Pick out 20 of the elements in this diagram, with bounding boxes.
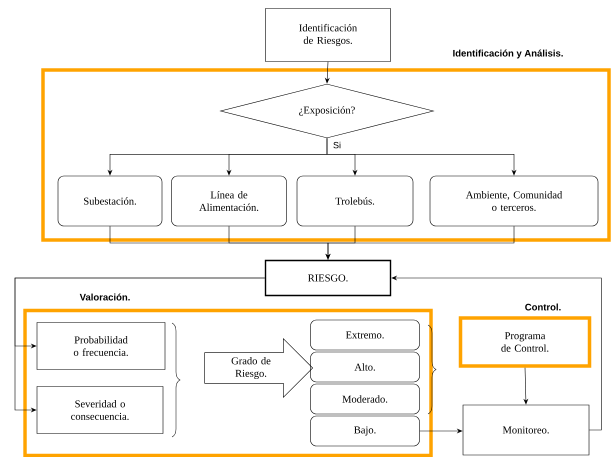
group-frame <box>23 308 433 457</box>
process-box: Monitoreo. <box>462 404 590 456</box>
process-box: Trolebús. <box>296 176 414 226</box>
edge-label: Si <box>332 140 342 150</box>
level-box: Alto. <box>310 352 420 382</box>
process-box: Severidad o consecuencia. <box>36 386 164 434</box>
level-box: Moderado. <box>310 384 420 414</box>
process-box: Ambiente, Comunidad o terceros. <box>430 176 598 226</box>
process-box: Probabilidad o frecuencia. <box>36 322 166 370</box>
process-box: Línea de Alimentación. <box>171 176 287 226</box>
section-heading: Identificación y Análisis. <box>453 50 563 58</box>
process-box: Programa de Control. <box>458 316 592 368</box>
process-box: Subestación. <box>58 176 162 226</box>
section-heading: Control. <box>525 304 561 310</box>
group-frame <box>41 68 611 242</box>
section-heading: Valoración. <box>80 293 130 301</box>
level-box: Bajo. <box>310 416 420 446</box>
process-box: RIESGO. <box>264 260 392 296</box>
process-box: Identificación de Riesgos. <box>265 8 391 62</box>
level-box: Extremo. <box>310 320 420 350</box>
